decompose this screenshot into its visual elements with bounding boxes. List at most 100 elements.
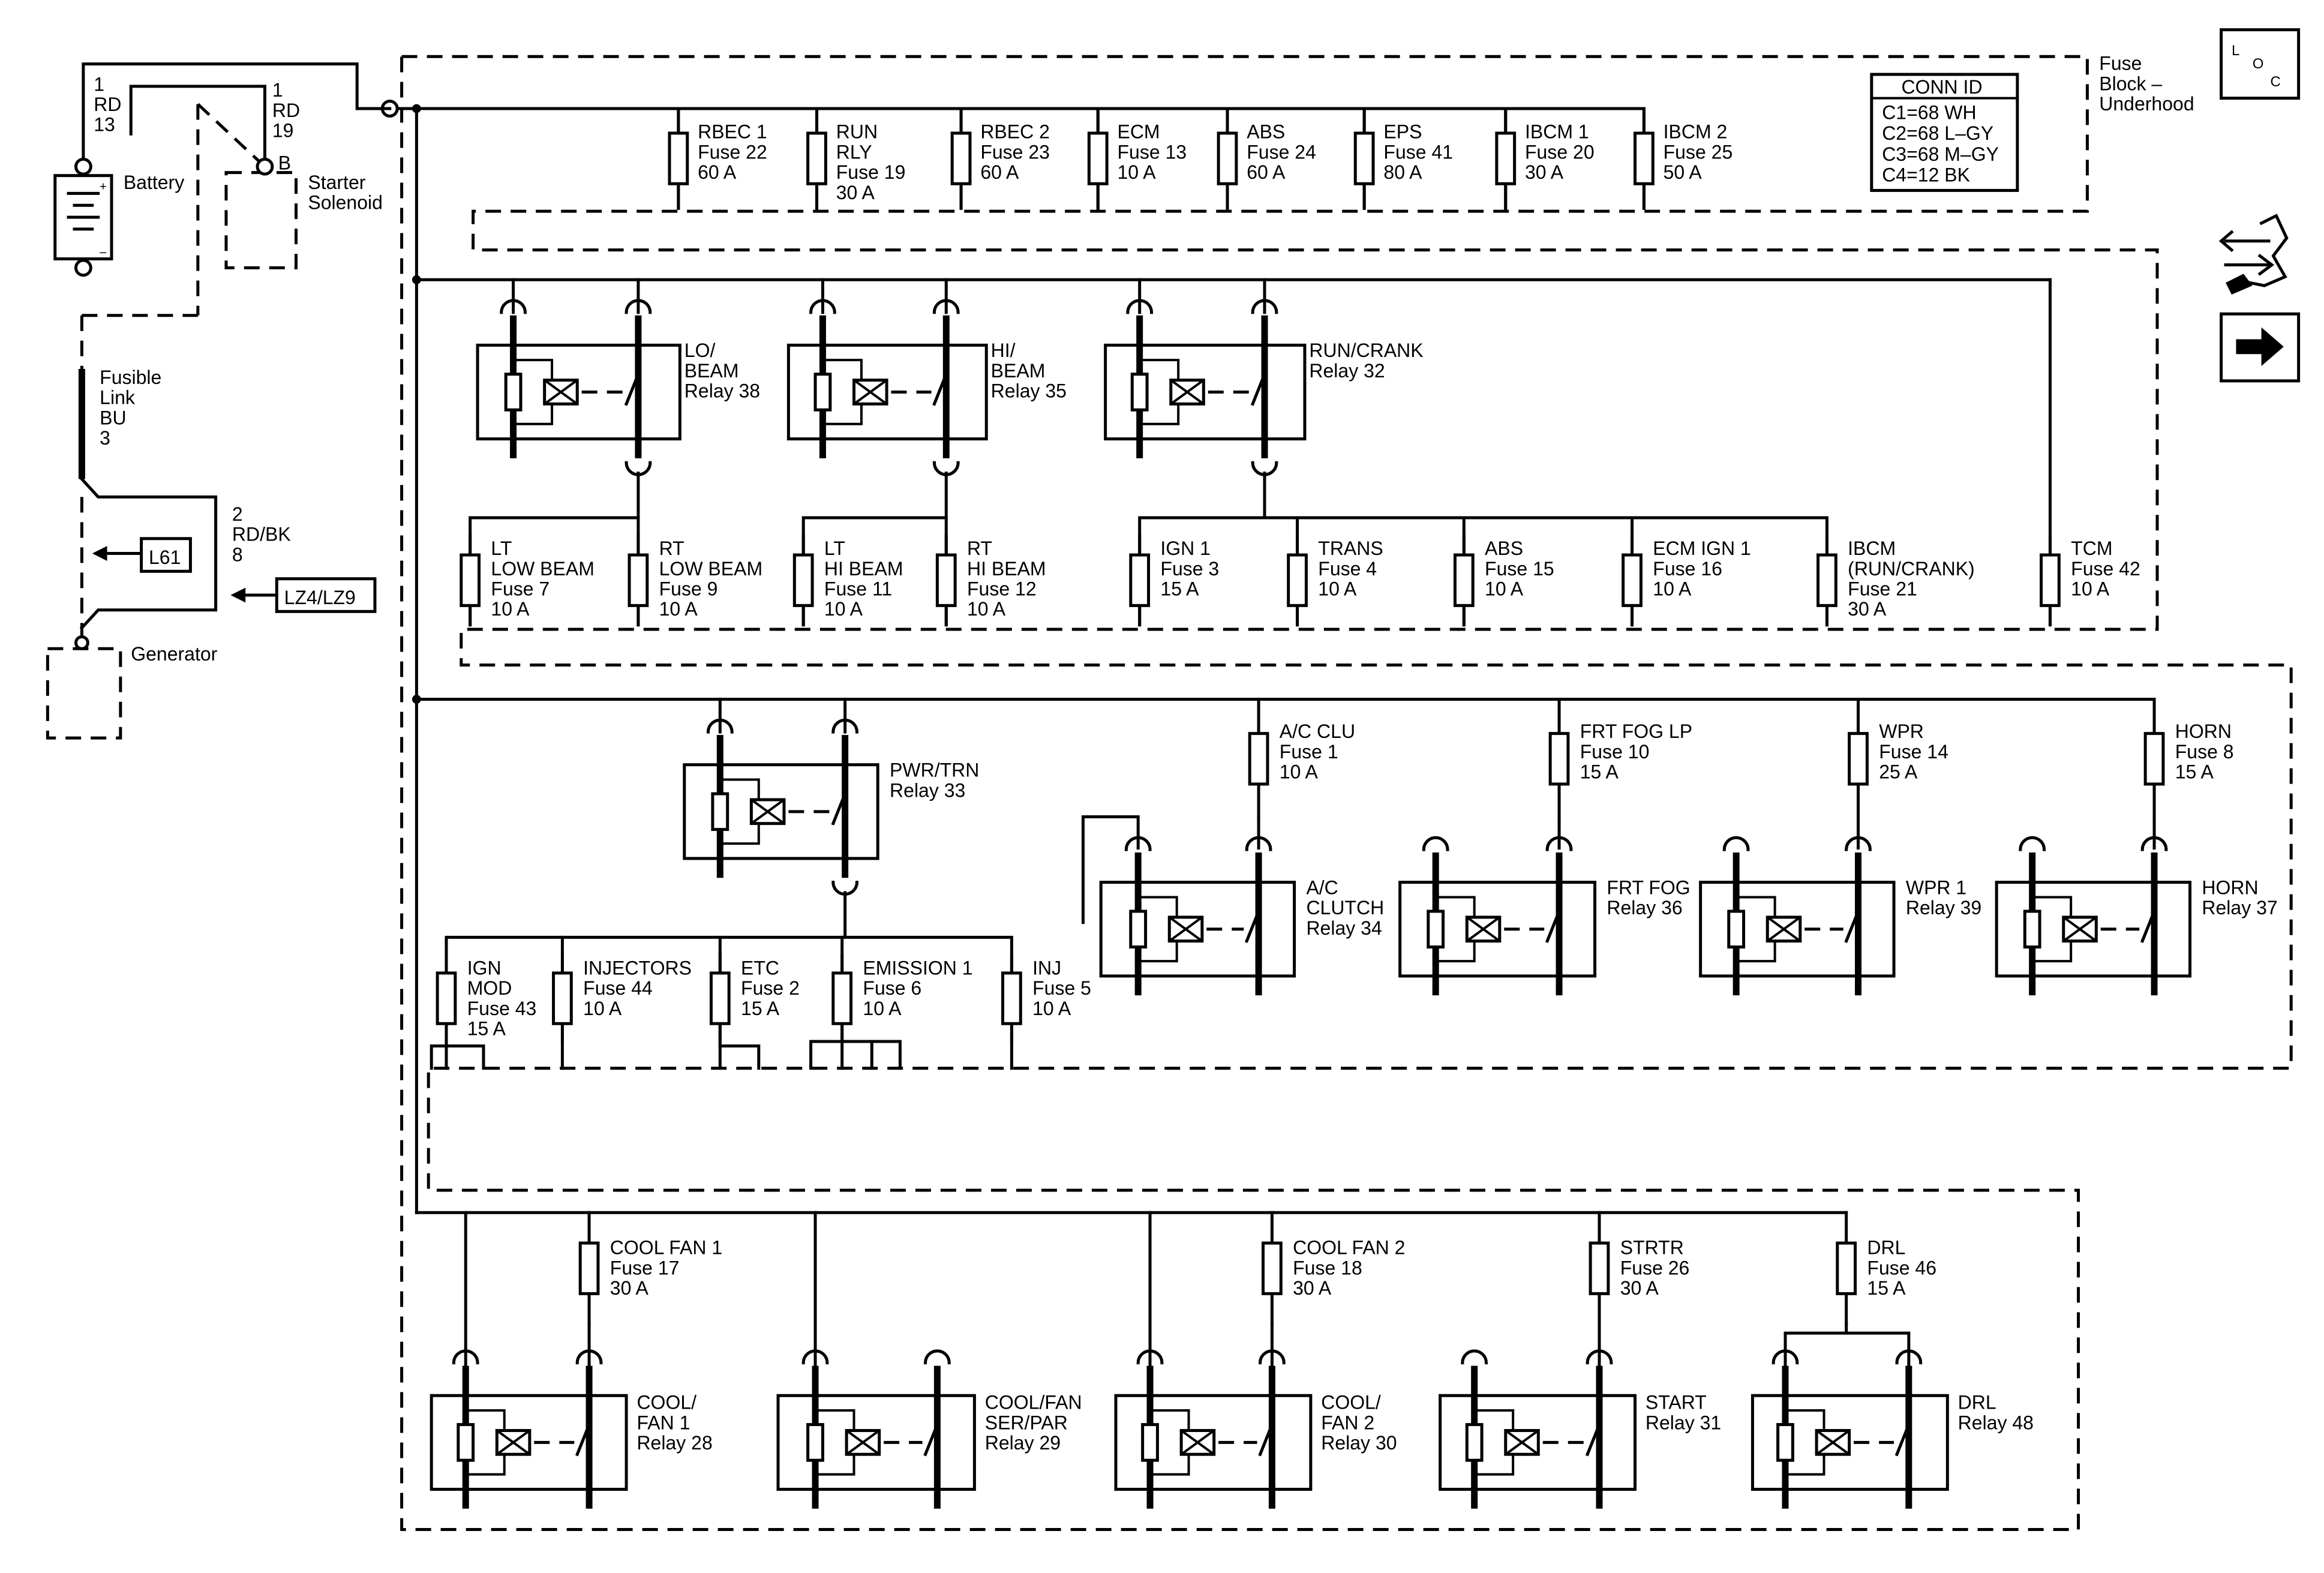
conn-id-table (1870, 73, 2019, 192)
ibcm-run-crank-line: IBCM (1848, 538, 1896, 559)
lt-low-beam-line: LT (491, 538, 512, 559)
battery-terminal (74, 157, 92, 176)
ecm-fuse-symbol (1087, 131, 1109, 185)
horn-line: HORN (2202, 876, 2258, 898)
rt-low-beam-fuse-symbol (627, 553, 649, 607)
coil-x (1180, 1429, 1215, 1455)
ecm-ign1-line: 10 A (1653, 578, 1692, 599)
lt-low-beam-line: 10 A (491, 598, 530, 620)
switch-blade (923, 1422, 939, 1457)
solenoid-pin: B (278, 152, 291, 174)
hi-beam-line: BEAM (991, 360, 1046, 382)
etc-line: ETC (741, 957, 779, 978)
coil-x (1466, 916, 1501, 942)
rt-low-beam-line: RT (659, 538, 684, 559)
ac-clu-fuse-symbol (1248, 732, 1269, 786)
start-relay-symbol (1439, 1349, 1637, 1509)
generator-wire-line: RD/BK (232, 524, 291, 545)
lo-beam-line: BEAM (684, 360, 739, 382)
rbec2-fuse-symbol (950, 131, 972, 185)
lt-low-beam-fuse-symbol (460, 553, 481, 607)
resistor (1129, 909, 1148, 949)
terminal-socket (809, 299, 836, 314)
cool-fan-ser-par-line: SER/PAR (985, 1412, 1068, 1433)
wire (129, 85, 266, 172)
strtr-fuse-symbol (1589, 1241, 1610, 1295)
lt-hi-beam-fuse-symbol (792, 553, 814, 607)
wire (1081, 815, 1140, 924)
components (53, 28, 2301, 1509)
wire (79, 477, 218, 631)
ecm-line: 10 A (1117, 161, 1156, 183)
cool-fan2-relay-line: FAN 2 (1321, 1412, 1374, 1433)
frt-fog-line: Relay 36 (1607, 897, 1682, 918)
starter-solenoid-line: Starter (308, 172, 365, 193)
terminal-socket (2019, 836, 2046, 851)
battery-label: Battery (124, 172, 184, 193)
lt-hi-beam-line: HI BEAM (824, 558, 903, 580)
conn-id-row: C4=12 BK (1882, 164, 1970, 186)
ac-clu-line: Fuse 1 (1280, 741, 1338, 763)
rbec1-line: 60 A (698, 161, 737, 183)
inj-line: Fuse 5 (1032, 977, 1091, 999)
lo-beam-line: Relay 38 (684, 380, 760, 402)
generator-wire-line: 2 (232, 503, 243, 525)
rt-low-beam-line: Fuse 9 (659, 578, 718, 599)
hi-beam-relay-symbol (786, 299, 988, 476)
terminal-socket (1251, 299, 1278, 314)
conn-id-row: C1=68 WH (1882, 101, 1976, 123)
wpr-line: 25 A (1879, 761, 1918, 783)
frt-fog-lp-fuse-symbol (1548, 732, 1570, 786)
run-rly-line: Fuse 19 (836, 161, 906, 183)
solenoid-terminal (256, 157, 274, 176)
coil-x (544, 379, 578, 405)
emission1-line: 10 A (863, 998, 902, 1019)
ac-clu-line: A/C CLU (1280, 721, 1355, 742)
terminal-socket (1124, 836, 1152, 851)
lt-hi-beam-line: Fuse 11 (824, 578, 892, 599)
wire (430, 1044, 485, 1070)
rbec2-line: Fuse 23 (980, 141, 1050, 163)
switch-blade (1894, 1422, 1911, 1457)
abs-fuse-symbol (1217, 131, 1238, 185)
pwr-trn-line: Relay 33 (890, 779, 965, 801)
cool-fan2-fuse-symbol (1262, 1241, 1283, 1295)
switch-blade (831, 791, 847, 825)
frt-fog-relay-symbol (1398, 836, 1597, 996)
battery-wire-line: 1 (94, 73, 104, 95)
ecm-ign1-line: ECM IGN 1 (1653, 538, 1751, 559)
drl-fuse-line: Fuse 46 (1867, 1257, 1936, 1278)
ibcm1-line: Fuse 20 (1525, 141, 1595, 163)
switch-blade (1585, 1422, 1602, 1457)
resistor (1727, 909, 1746, 949)
terminal-socket (1422, 836, 1449, 851)
solenoid-wire-line: 1 (272, 79, 283, 101)
etc-line: 15 A (741, 998, 780, 1019)
frt-fog-lp-line: 15 A (1580, 761, 1619, 783)
abs-15-line: Fuse 15 (1485, 558, 1554, 580)
strtr-line: STRTR (1620, 1237, 1684, 1259)
wrench-icon (2247, 214, 2289, 287)
rt-hi-beam-line: 10 A (967, 598, 1006, 620)
fuse-block-title-line: Fuse (2099, 53, 2142, 74)
terminal-socket (1722, 836, 1750, 851)
ibcm-run-crank-line: 30 A (1848, 598, 1887, 620)
ibcm1-line: 30 A (1525, 161, 1564, 183)
cool-fan2-line: Fuse 18 (1293, 1257, 1362, 1278)
conn-id-row: C3=68 M–GY (1882, 143, 1999, 165)
tcm-line: TCM (2071, 538, 2112, 559)
wire (82, 62, 392, 166)
ibcm2-line: IBCM 2 (1664, 121, 1728, 143)
injectors-line: Fuse 44 (583, 977, 653, 999)
emission1-line: Fuse 6 (863, 977, 921, 999)
run-rly-line: RUN (836, 121, 878, 143)
resistor (1465, 1423, 1484, 1462)
horn-fuse-line: Fuse 8 (2175, 741, 2234, 763)
ac-clu-line: 10 A (1280, 761, 1319, 783)
hi-beam-line: HI/ (991, 340, 1016, 361)
cool-fan2-relay-line: COOL/ (1321, 1392, 1381, 1413)
solenoid-wire-line: 19 (272, 120, 294, 142)
ecm-ign1-line: Fuse 16 (1653, 558, 1722, 580)
battery-wire-line: RD (94, 94, 121, 115)
